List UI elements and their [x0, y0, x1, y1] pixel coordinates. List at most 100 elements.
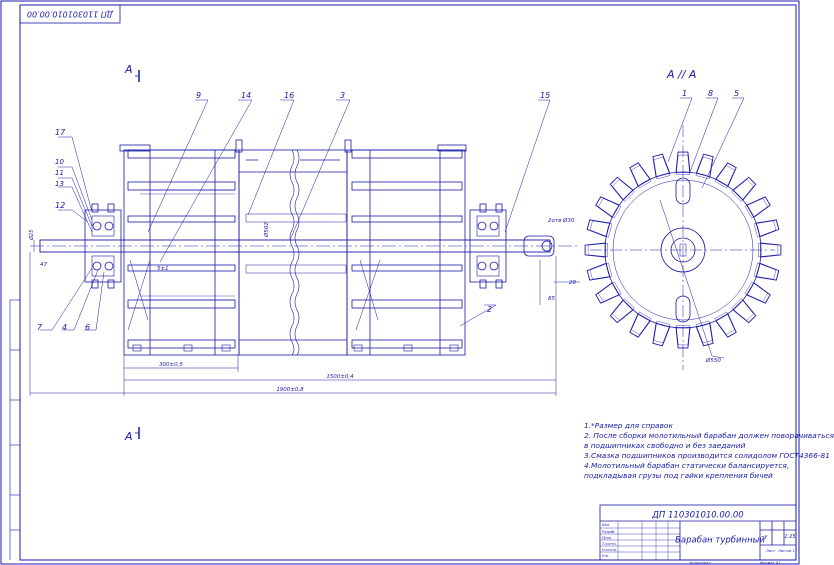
callout-5: 5 [734, 89, 739, 98]
callout-6: 6 [85, 323, 90, 332]
callout-7: 7 [37, 323, 43, 332]
gear-tooth [609, 176, 634, 201]
gear-tooth-inner [587, 242, 608, 258]
gear-tooth [609, 299, 634, 324]
callout-13: 13 [55, 180, 64, 188]
note-line-6: подкладывая грузы под гайки крепления би… [584, 471, 773, 480]
inner-frame [19, 4, 797, 561]
callout-12: 12 [55, 201, 65, 210]
callout-3: 3 [340, 91, 345, 100]
tb-sheets: Листов 1 [777, 549, 795, 553]
tb-name: Барабан турбинный [675, 536, 765, 546]
section-view-a-a [584, 125, 782, 370]
gear-tooth-inner [589, 262, 613, 280]
dim-d502: Ø502 [263, 222, 270, 238]
gear-tooth [595, 196, 620, 218]
gear-tooth [746, 282, 771, 304]
gear-tooth-inner [714, 165, 735, 189]
gear-tooth-inner [589, 220, 613, 238]
section-marker-bottom: А [124, 427, 140, 443]
dim-47: 47 [40, 262, 47, 268]
gear-tooth-inner [598, 198, 622, 219]
gear-tooth [675, 151, 691, 173]
tb-code: ДП 110301010.00.00 [651, 511, 743, 521]
callout-2: 2 [487, 305, 492, 314]
gear-tooth [629, 162, 651, 187]
gear-tooth-inner [695, 156, 713, 180]
tb-lit: у [764, 534, 769, 540]
gear-tooth-inner [631, 311, 652, 335]
gear-tooth-inner [653, 156, 671, 180]
gear-tooth-inner [714, 311, 735, 335]
callout-9: 9 [196, 91, 201, 100]
gear-tooth-inner [631, 165, 652, 189]
tb-row-0: Изм. [602, 523, 610, 527]
note-line-2: 2. После сборки молотильный барабан долж… [584, 431, 834, 440]
gear-tooth [760, 242, 782, 258]
drawing-sheet: ДП 110301010.00.00 А А [0, 0, 800, 565]
gear-tooth-inner [612, 179, 635, 202]
gear-tooth-inner [612, 298, 635, 321]
dimension-lines [29, 240, 580, 396]
note-line-1: 1.*Размер для справок [584, 421, 673, 430]
dim-300: 300±0,5 [159, 362, 183, 368]
section-view-leaders [659, 97, 745, 359]
gear-tooth-inner [744, 198, 768, 219]
gear-tooth-inner [731, 298, 754, 321]
gear-tooth [629, 313, 651, 338]
section-marker-top: А [124, 63, 140, 82]
gear-tooth [586, 262, 611, 281]
tb-copied: Копировал [690, 561, 711, 565]
note-line-4: 3.Смазка подшипников производится солидо… [584, 451, 830, 460]
gear-tooth [695, 153, 714, 178]
leader-lines [40, 99, 551, 331]
dim-1900: 1900±0,8 [276, 387, 304, 393]
gear-tooth-inner [675, 154, 691, 175]
dim-28: 28 [569, 280, 576, 286]
dim-5: 5±1 [157, 266, 169, 272]
dim-85: 85 [548, 296, 555, 302]
callout-11: 11 [55, 169, 64, 177]
gear-tooth-inner [731, 179, 754, 202]
gear-tooth [586, 219, 611, 238]
note-line-5: 4.Молотильный барабан статически баланси… [584, 461, 790, 470]
callout-15: 15 [540, 91, 550, 100]
dim-d550: Ø550 [705, 357, 721, 364]
tb-rows: Изм. Разраб. Пров. Т.контр. Н.контр. Утв… [602, 523, 617, 558]
gear-tooth-inner [675, 325, 691, 346]
callout-1: 1 [682, 89, 687, 98]
gear-tooth [675, 327, 691, 349]
view-title-a-a: А // А [666, 68, 696, 81]
gear-tooth [732, 299, 757, 324]
gear-tooth-inner [598, 281, 622, 302]
gear-tooth-inner [753, 220, 777, 238]
top-stamp-box: ДП 110301010.00.00 [19, 4, 121, 24]
tb-row-4: Н.контр. [602, 548, 617, 552]
section-letter-top: А [124, 63, 133, 76]
callout-10: 10 [55, 158, 64, 166]
tb-scale: 1:25 [784, 534, 795, 540]
gear-tooth [715, 313, 737, 338]
section-letter-bottom: А [124, 430, 133, 443]
tb-row-3: Т.контр. [602, 542, 617, 546]
gear-tooth-inner [653, 320, 671, 344]
top-stamp-text: ДП 110301010.00.00 [27, 10, 114, 19]
gear-tooth [584, 242, 606, 258]
callout-16: 16 [284, 91, 294, 100]
drum-main-view [39, 139, 555, 356]
callout-4: 4 [62, 323, 67, 332]
callout-labels: 9 14 16 3 15 17 10 11 13 12 7 4 6 2 [37, 91, 550, 332]
gear-tooth-inner [695, 320, 713, 344]
callout-14: 14 [241, 91, 251, 100]
gear-tooth [695, 322, 714, 347]
gear-tooth [595, 282, 620, 304]
tb-row-1: Разраб. [602, 530, 615, 534]
callout-17: 17 [55, 128, 66, 137]
dim-holes: 2отв Ø30 [548, 217, 575, 224]
dim-d25: Ø25 [28, 230, 35, 241]
gear-tooth [732, 176, 757, 201]
gear-tooth [652, 322, 671, 347]
gear-tooth [715, 162, 737, 187]
gear-tooth [652, 153, 671, 178]
tb-row-2: Пров. [602, 536, 612, 540]
